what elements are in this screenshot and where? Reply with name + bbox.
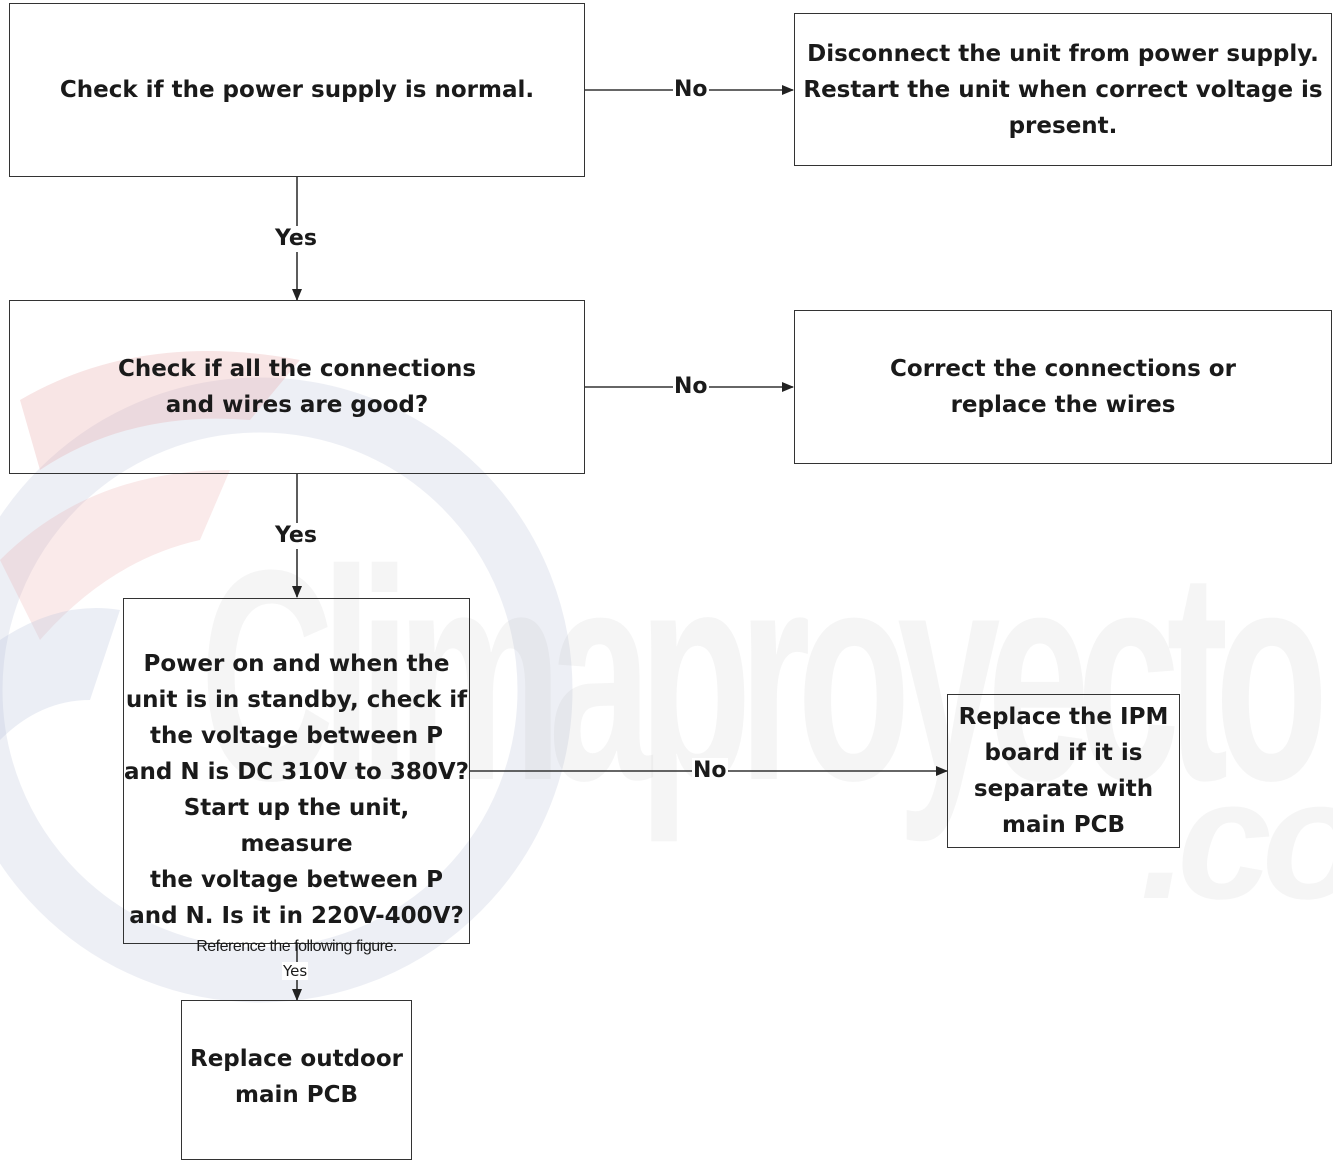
watermark-suffix: .co bbox=[1140, 745, 1333, 935]
label-power-no: No bbox=[673, 77, 709, 103]
node-replace-ipm-line-2: board if it is bbox=[984, 740, 1143, 766]
node-voltage-check-line-7: and N. Is it in 220V-400V? bbox=[129, 903, 464, 929]
node-replace-ipm-line-3: separate with bbox=[973, 776, 1154, 802]
node-voltage-check-reference: Reference the following figure. bbox=[196, 938, 397, 955]
label-connections-yes: Yes bbox=[274, 523, 318, 549]
node-connections-check-line-1: Check if all the connections bbox=[117, 356, 477, 382]
node-disconnect: Disconnect the unit from power supply. R… bbox=[794, 13, 1332, 166]
node-correct-connections: Correct the connections or replace the w… bbox=[794, 310, 1332, 464]
node-connections-check-line-2: and wires are good? bbox=[165, 392, 429, 418]
node-replace-pcb-line-1: Replace outdoor bbox=[190, 1046, 403, 1072]
node-replace-ipm: Replace the IPM board if it is separate … bbox=[947, 694, 1180, 848]
node-disconnect-line-1: Disconnect the unit from power supply. bbox=[807, 40, 1319, 67]
node-voltage-check-line-5: Start up the unit, measure bbox=[183, 795, 410, 857]
watermark-text: Climaproyecto bbox=[200, 507, 1328, 843]
node-replace-pcb-line-2: main PCB bbox=[234, 1082, 359, 1108]
node-connections-check: Check if all the connections and wires a… bbox=[9, 300, 585, 474]
node-voltage-check-line-4: and N is DC 310V to 380V? bbox=[124, 759, 469, 785]
node-disconnect-line-2: Restart the unit when correct voltage is bbox=[803, 76, 1323, 103]
label-voltage-no: No bbox=[692, 758, 728, 784]
node-power-check: Check if the power supply is normal. bbox=[9, 3, 585, 177]
label-connections-no: No bbox=[673, 374, 709, 400]
node-power-check-text: Check if the power supply is normal. bbox=[59, 77, 535, 103]
node-replace-pcb: Replace outdoor main PCB bbox=[181, 1000, 412, 1160]
node-voltage-check-line-3: the voltage between P bbox=[150, 723, 443, 749]
label-voltage-yes: Yes bbox=[282, 962, 309, 980]
label-power-yes: Yes bbox=[274, 226, 318, 252]
node-voltage-check: Power on and when the unit is in standby… bbox=[123, 598, 470, 955]
node-voltage-check-line-2: unit is in standby, check if bbox=[125, 687, 468, 713]
node-disconnect-line-3: present. bbox=[1008, 112, 1118, 139]
node-replace-ipm-line-1: Replace the IPM bbox=[958, 704, 1169, 730]
node-correct-connections-line-1: Correct the connections or bbox=[890, 356, 1236, 382]
node-voltage-check-line-6: the voltage between P bbox=[150, 867, 443, 893]
node-voltage-check-line-1: Power on and when the bbox=[143, 651, 450, 677]
node-replace-ipm-line-4: main PCB bbox=[1001, 812, 1126, 838]
node-correct-connections-line-2: replace the wires bbox=[950, 392, 1176, 418]
